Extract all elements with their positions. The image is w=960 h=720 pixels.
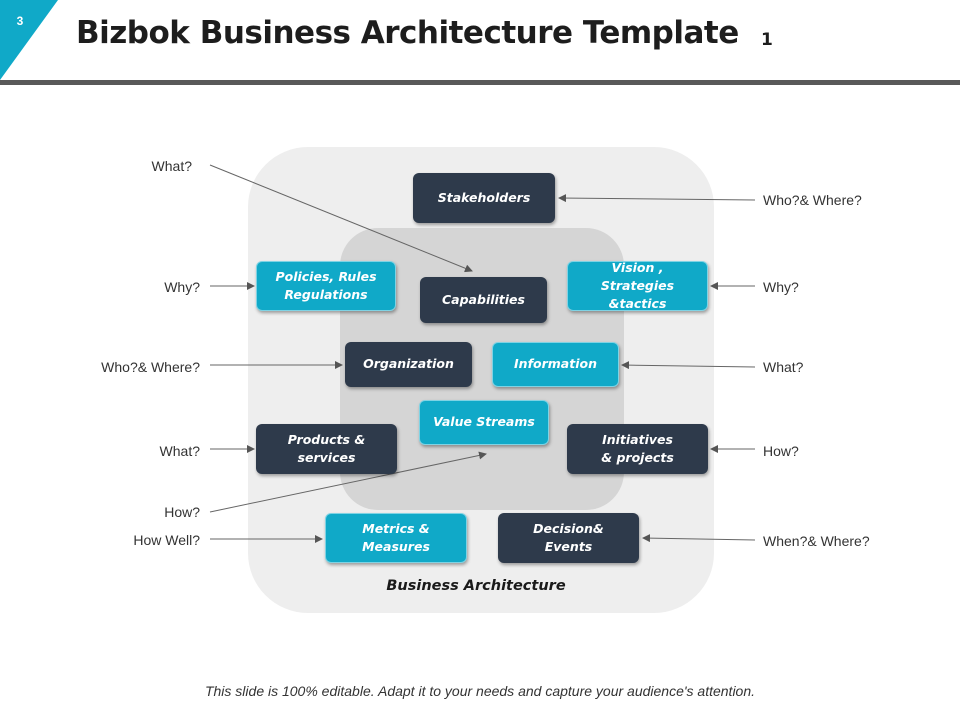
question-what-top-left: What? [151,158,192,174]
title-divider [0,80,960,85]
question-what-right: What? [763,359,804,375]
title-suffix: 1 [761,30,773,50]
box-organization: Organization [345,342,472,387]
box-initiatives-projects: Initiatives & projects [567,424,708,474]
question-what-mid-left: What? [159,443,200,459]
box-vision-strategies-tactics: Vision , Strategies &tactics [567,260,708,311]
corner-accent [0,0,58,80]
footer-note: This slide is 100% editable. Adapt it to… [204,683,756,699]
box-products-services: Products & services [256,424,397,474]
box-stakeholders: Stakeholders [413,173,555,223]
box-policies-rules-regulations: Policies, Rules Regulations [256,261,396,311]
question-how-right: How? [763,443,799,459]
box-information: Information [492,342,619,387]
question-why-right: Why? [763,279,799,295]
question-when-where-right: When?& Where? [763,533,870,549]
question-how-left: How? [164,504,200,520]
question-who-where-left: Who?& Where? [101,359,200,375]
box-metrics-measures: Metrics & Measures [325,513,467,563]
box-value-streams: Value Streams [419,400,549,445]
question-how-well-left: How Well? [133,532,200,548]
question-why-left: Why? [164,279,200,295]
business-architecture-caption: Business Architecture [386,578,566,594]
box-capabilities: Capabilities [420,277,547,323]
page-title: Bizbok Business Architecture Template [76,15,739,51]
question-who-where-right: Who?& Where? [763,192,862,208]
box-decision-events: Decision& Events [498,513,639,563]
slide-number: 3 [16,14,24,28]
